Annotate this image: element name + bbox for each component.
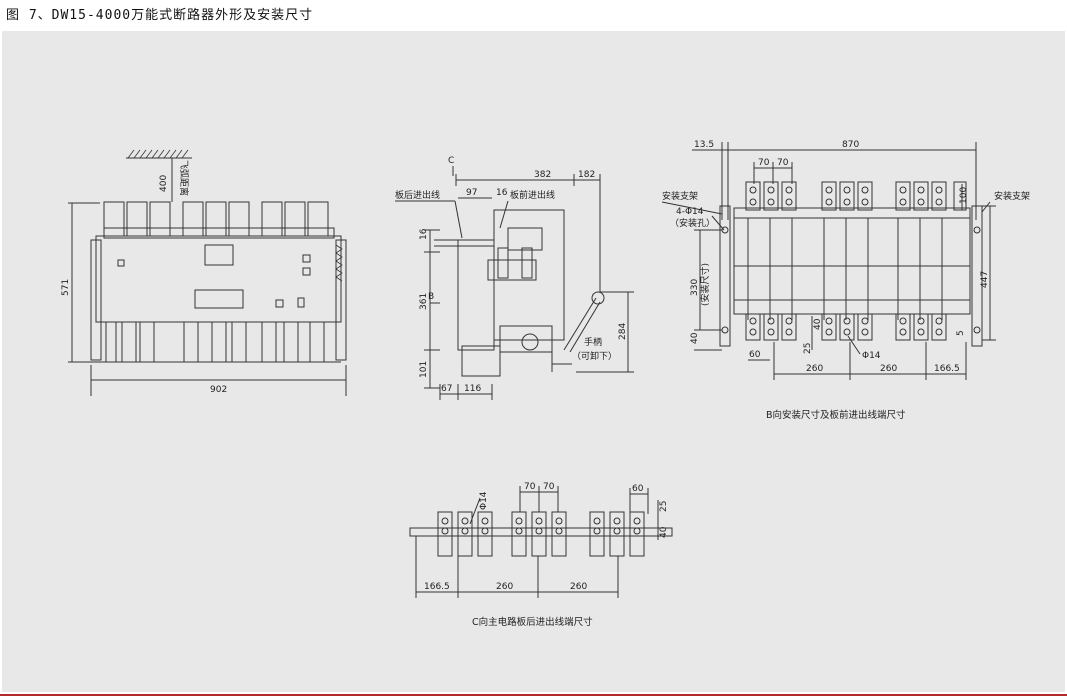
dim-b-phi14: Φ14 bbox=[862, 351, 881, 361]
dim-25: 25 bbox=[803, 343, 813, 354]
dim-70a: 70 bbox=[758, 158, 770, 168]
dim-101: 101 bbox=[419, 361, 429, 378]
dim-c-70b: 70 bbox=[543, 482, 555, 492]
c-view-caption: C向主电路板后进出线端尺寸 bbox=[472, 616, 593, 628]
dim-c-260b: 260 bbox=[570, 582, 587, 592]
dim-447: 447 bbox=[980, 271, 990, 288]
dim-13-5: 13.5 bbox=[694, 140, 714, 150]
front-view: 400 飞弧距离 bbox=[61, 149, 347, 396]
bottom-rule bbox=[0, 694, 1067, 696]
dim-284: 284 bbox=[618, 323, 628, 340]
dim-40b: 40 bbox=[813, 318, 823, 330]
dim-c-25: 25 bbox=[659, 501, 669, 512]
dim-16b: 16 bbox=[419, 228, 429, 240]
dim-height-571: 571 bbox=[61, 279, 71, 296]
dim-382: 382 bbox=[534, 170, 551, 180]
dim-5: 5 bbox=[956, 330, 966, 336]
label-mount-holes: 4-Φ14 bbox=[676, 207, 704, 217]
label-front-wiring: 板前进出线 bbox=[510, 189, 555, 201]
dim-70b: 70 bbox=[777, 158, 789, 168]
b-view-caption: B向安装尺寸及板前进出线端尺寸 bbox=[766, 409, 906, 421]
dim-b-260b: 260 bbox=[880, 364, 897, 374]
dim-330: 330 bbox=[690, 279, 700, 296]
label-handle: 手柄 bbox=[584, 336, 602, 348]
side-view: C 382 182 板后进出线 97 16 板前进出线 16 361 1 bbox=[395, 156, 634, 400]
side-letter-c: C bbox=[448, 156, 454, 166]
dim-40a: 40 bbox=[690, 332, 700, 344]
dim-182: 182 bbox=[578, 170, 595, 180]
dim-67: 67 bbox=[441, 384, 452, 394]
figure-caption: 图 7、DW15-4000万能式断路器外形及安装尺寸 bbox=[6, 8, 314, 23]
dim-b-260a: 260 bbox=[806, 364, 823, 374]
dim-c-70a: 70 bbox=[524, 482, 536, 492]
b-view: 13.5 870 70 70 bbox=[661, 140, 1030, 421]
dim-c-40: 40 bbox=[659, 526, 669, 538]
dim-870: 870 bbox=[842, 140, 859, 150]
dim-60: 60 bbox=[749, 350, 761, 360]
dim-361: 361 bbox=[419, 293, 429, 310]
dim-arc-distance: 400 bbox=[159, 175, 169, 192]
dim-97: 97 bbox=[466, 188, 477, 198]
side-letter-b: B bbox=[428, 292, 434, 302]
dim-c-60: 60 bbox=[632, 484, 644, 494]
label-install-size: (安装尺寸) bbox=[699, 263, 711, 306]
label-mount-holes-sub: （安装孔） bbox=[670, 217, 715, 229]
label-rear-wiring: 板后进出线 bbox=[395, 189, 440, 201]
dim-16a: 16 bbox=[496, 188, 508, 198]
dim-116: 116 bbox=[464, 384, 481, 394]
dim-b-166-5: 166.5 bbox=[934, 364, 960, 374]
label-bracket-left: 安装支架 bbox=[662, 190, 698, 202]
c-view: Φ14 70 70 60 25 40 bbox=[409, 482, 673, 628]
dim-c-260a: 260 bbox=[496, 582, 513, 592]
dim-c-166-5: 166.5 bbox=[424, 582, 450, 592]
dim-100: 100 bbox=[959, 187, 969, 204]
label-bracket-right: 安装支架 bbox=[994, 190, 1030, 202]
label-arc-distance: 飞弧距离 bbox=[178, 160, 190, 196]
dim-width-902: 902 bbox=[210, 385, 227, 395]
label-detachable: （可卸下） bbox=[572, 350, 617, 362]
dim-c-phi14: Φ14 bbox=[479, 491, 489, 510]
